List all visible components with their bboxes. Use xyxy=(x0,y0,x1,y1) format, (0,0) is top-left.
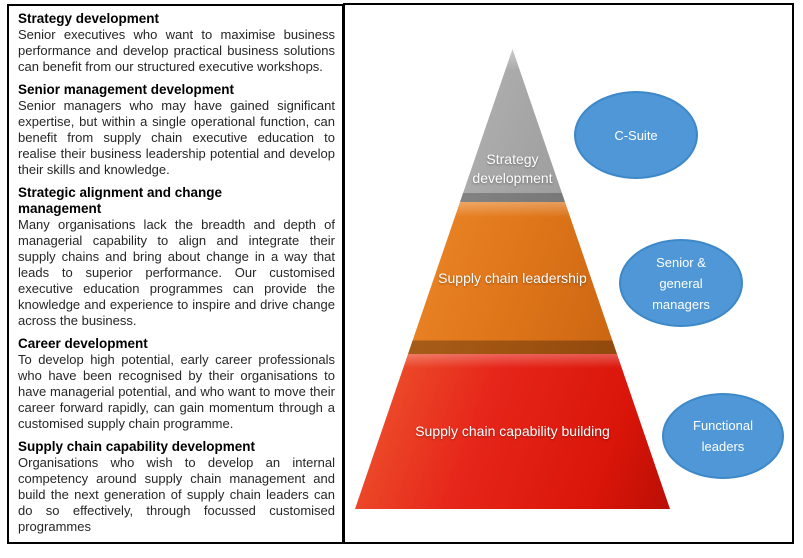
ellipse-c-suite: C-Suite xyxy=(574,91,698,179)
pyramid-level-label: Supply chain leadership xyxy=(438,269,587,286)
section-heading: Senior management development xyxy=(18,82,235,97)
section-body: Organisations who wish to develop an int… xyxy=(18,455,335,534)
section-body: Senior managers who may have gained sign… xyxy=(18,98,335,177)
section-heading: Supply chain capability development xyxy=(18,439,256,454)
section-career-development: Career development To develop high poten… xyxy=(18,336,335,432)
section-strategic-alignment-change-management: Strategic alignment and change managemen… xyxy=(18,185,335,329)
section-supply-chain-capability-development: Supply chain capability development Orga… xyxy=(18,439,335,535)
pyramid-diagram-panel: Strategy development Supply chain leader… xyxy=(343,3,794,544)
section-body: To develop high potential, early career … xyxy=(18,352,335,431)
section-strategy-development: Strategy development Senior executives w… xyxy=(18,11,335,75)
ellipse-functional-leaders: Functional leaders xyxy=(662,393,784,479)
section-body: Many organisations lack the breadth and … xyxy=(18,217,335,328)
pyramid-level-label: Supply chain capability building xyxy=(415,423,610,439)
section-heading: Career development xyxy=(18,336,148,351)
pyramid: Strategy development Supply chain leader… xyxy=(355,49,670,509)
pyramid-level-supply-chain-capability-building: Supply chain capability building xyxy=(355,354,670,509)
programme-descriptions-panel: Strategy development Senior executives w… xyxy=(7,4,344,544)
ellipse-senior-general-managers: Senior & general managers xyxy=(619,239,743,327)
ellipse-label: C-Suite xyxy=(614,127,658,143)
ellipse-label: Senior & general managers xyxy=(652,254,710,312)
section-body: Senior executives who want to maximise b… xyxy=(18,27,335,74)
section-senior-management-development: Senior management development Senior man… xyxy=(18,82,335,178)
section-heading: Strategy development xyxy=(18,11,160,26)
pyramid-level-label: Strategy development xyxy=(472,151,553,186)
section-heading: Strategic alignment and change managemen… xyxy=(18,185,223,216)
ellipse-label: Functional leaders xyxy=(693,418,753,454)
